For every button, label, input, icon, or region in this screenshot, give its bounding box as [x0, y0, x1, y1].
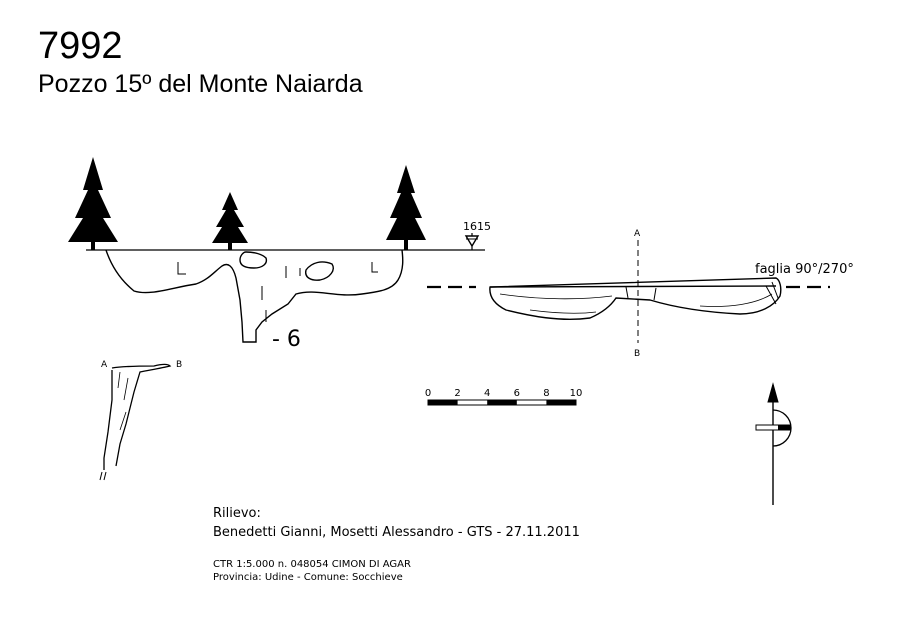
cross-section-a: A [101, 360, 108, 370]
longitudinal-section [68, 157, 485, 343]
plan-section-b: B [634, 349, 640, 359]
elevation-label: 1615 [463, 220, 491, 233]
cave-number: 7992 [38, 25, 123, 67]
surveyors: Benedetti Gianni, Mosetti Alessandro - G… [213, 525, 580, 540]
scale-tick-2: 2 [454, 388, 460, 399]
scale-bar [427, 399, 577, 406]
fault-label: faglia 90°/270° [755, 262, 854, 277]
cave-name: Pozzo 15º del Monte Naiarda [38, 70, 363, 98]
scale-tick-8: 8 [543, 388, 549, 399]
scale-tick-4: 4 [484, 388, 490, 399]
location: Provincia: Udine - Comune: Socchieve [213, 572, 403, 583]
cross-section-b: B [176, 360, 182, 370]
scale-tick-6: 6 [514, 388, 520, 399]
scale-tick-10: 10 [570, 388, 583, 399]
north-arrow-icon [755, 382, 792, 505]
survey-label: Rilievo: [213, 506, 261, 521]
plan-view [427, 240, 830, 343]
plan-section-a: A [634, 229, 641, 239]
depth-label: - 6 [272, 327, 301, 352]
cross-section [99, 363, 172, 481]
tree-icon [386, 165, 426, 250]
scale-tick-0: 0 [425, 388, 431, 399]
tree-icon [212, 192, 248, 250]
map-reference: CTR 1:5.000 n. 048054 CIMON DI AGAR [213, 559, 411, 570]
tree-icon [68, 157, 118, 250]
